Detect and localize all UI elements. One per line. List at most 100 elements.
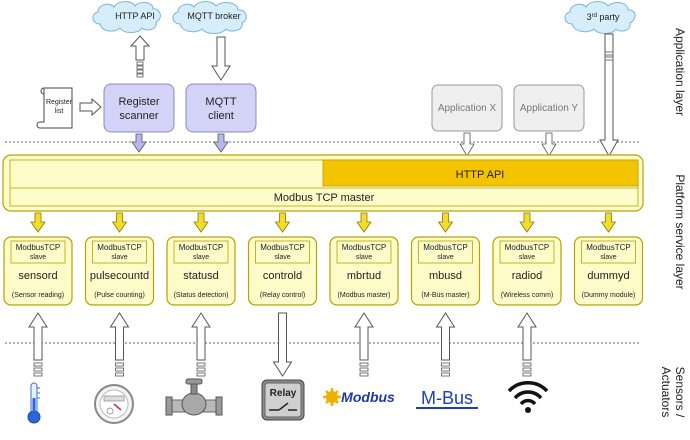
modbus-slave-header [173, 240, 229, 264]
wifi-icon [507, 381, 549, 413]
arrow-platform-to-mbrtud [356, 212, 372, 233]
mqtt-client-label-line1: MQTT [205, 96, 236, 108]
module-description: (Relay control) [260, 292, 306, 299]
modbus-slave-header-line2: slave [356, 254, 372, 261]
application-x-box: Application X [431, 84, 503, 132]
layer-label-application: Application layer [673, 28, 687, 116]
modbus-slave-header-line2: slave [111, 254, 127, 261]
module-name: controld [263, 270, 302, 282]
module-name: radiod [512, 270, 543, 282]
cloud-third-party: 3rd party [564, 1, 636, 34]
device-connector-arrow [354, 312, 374, 377]
register-list-document: Register list [36, 87, 73, 129]
module-description: (Status detection) [174, 292, 229, 299]
platform-http-api-bar [322, 159, 639, 187]
module-mbusd: ModbusTCP slave mbusd (M-Bus master) [410, 212, 481, 306]
modbus-slave-header-line1: ModbusTCP [342, 243, 386, 252]
pulse-meter-icon [94, 384, 134, 424]
mbus-logo-icon: M-Bus [416, 388, 478, 409]
modbus-slave-header [581, 240, 636, 264]
module-radiod: ModbusTCP slave radiod (Wireless comm) [492, 212, 562, 306]
arrow-platform-to-statusd [193, 212, 209, 233]
arrow-platform-to-dummyd [600, 212, 617, 233]
third-party-arrow-tick1 [604, 51, 614, 56]
modbus-slave-header-line2: slave [30, 254, 46, 261]
modbus-slave-header [336, 240, 392, 264]
arrow-platform-to-pulsecountd [111, 212, 128, 233]
module-controld: ModbusTCP slave controld (Relay control) [247, 212, 318, 306]
module-name: statusd [183, 270, 218, 282]
module-name: sensord [18, 270, 57, 282]
modbus-slave-header-line1: ModbusTCP [16, 243, 60, 252]
module-description: (Wireless comm) [501, 292, 554, 299]
module-statusd: ModbusTCP slave statusd (Status detection) [166, 212, 236, 306]
arrow-list-to-scanner [79, 97, 102, 117]
arrow-platform-to-radiod [519, 212, 535, 233]
arrow-broker-to-client [211, 36, 231, 81]
modbus-label: Modbus [341, 389, 395, 405]
module-mbrtud: ModbusTCP slave mbrtud (Modbus master) [329, 212, 399, 306]
layer-label-sensors-line2: Actuators [659, 367, 673, 418]
module-name: dummyd [587, 270, 629, 282]
arrow-appx-to-platform [459, 132, 475, 157]
modbus-tcp-master-label: Modbus TCP master [274, 192, 375, 204]
device-connector-arrow [109, 312, 130, 377]
modbus-slave-header-line2: slave [519, 254, 535, 261]
device-connector-arrow [435, 312, 456, 377]
modbus-slave-header-line2: slave [437, 254, 453, 261]
relay-icon: Relay [261, 379, 305, 421]
modbus-slave-header [255, 240, 310, 264]
module-name: mbrtud [347, 270, 381, 282]
module-name: pulsecountd [90, 270, 149, 282]
arrow-scanner-to-platform [131, 133, 147, 153]
arrow-platform-to-mbusd [437, 212, 454, 233]
module-description: (Pulse counting) [94, 292, 145, 299]
modbus-slave-header-line1: ModbusTCP [97, 243, 141, 252]
modbus-slave-header-line1: ModbusTCP [260, 243, 304, 252]
modbus-slave-header-line2: slave [193, 254, 209, 261]
module-description: (Dummy module) [582, 292, 636, 299]
register-list-label-line2: list [55, 108, 64, 115]
cloud-third-party-label: 3rd party [587, 12, 620, 22]
register-scanner-label-line1: Register [119, 96, 160, 108]
platform-http-api-label: HTTP API [456, 169, 505, 181]
register-scanner-label-line2: scanner [119, 110, 158, 122]
modbus-slave-header [418, 240, 473, 264]
module-description: (Modbus master) [338, 292, 391, 299]
register-list-label-line1: Register [46, 99, 73, 106]
application-y-box: Application Y [513, 84, 585, 132]
valve-icon [165, 378, 223, 416]
thermometer-icon [27, 382, 41, 424]
application-x-label: Application X [438, 103, 497, 114]
module-pulsecountd: ModbusTCP slave pulsecountd (Pulse counting… [84, 212, 155, 306]
module-name: mbusd [429, 270, 462, 282]
modbus-slave-header-line1: ModbusTCP [505, 243, 549, 252]
cloud-http-api-label: HTTP API [115, 11, 155, 21]
layer-label-sensors-line1: Sensors / [673, 367, 687, 418]
modbus-slave-header-line1: ModbusTCP [586, 243, 630, 252]
modbus-slave-header-line2: slave [274, 254, 290, 261]
device-connector-arrow [191, 312, 211, 377]
modbus-logo-icon: Modbus [323, 388, 395, 406]
cloud-mqtt-broker: MQTT broker [172, 1, 247, 34]
modbus-slave-header [92, 240, 147, 264]
modbus-slave-header-line1: ModbusTCP [423, 243, 467, 252]
mqtt-client-label-line2: client [208, 110, 234, 122]
module-description: (M-Bus master) [421, 292, 469, 299]
arrow-appy-to-platform [541, 132, 557, 157]
module-sensord: ModbusTCP slave sensord (Sensor reading) [3, 212, 73, 306]
device-connector-arrow [28, 312, 48, 377]
application-y-label: Application Y [520, 103, 579, 114]
arrow-client-to-platform [213, 133, 229, 153]
module-description: (Sensor reading) [12, 292, 64, 299]
modbus-slave-header-line1: ModbusTCP [179, 243, 223, 252]
arrow-platform-to-sensord [30, 212, 46, 233]
modbus-slave-header [499, 240, 555, 264]
arrow-platform-to-controld [274, 212, 291, 233]
third-party-arrow-tick2 [604, 56, 614, 61]
register-scanner-box: Register scanner [103, 83, 175, 133]
